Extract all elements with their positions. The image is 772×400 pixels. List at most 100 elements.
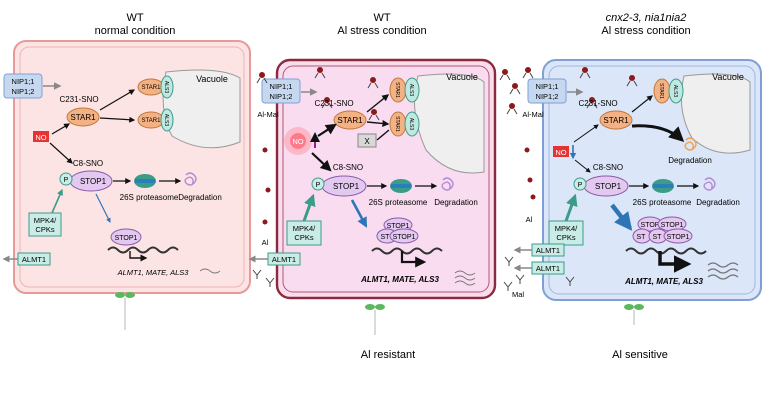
no-box xyxy=(33,131,49,142)
no-label: NO xyxy=(292,137,303,146)
degradation-icon xyxy=(184,172,197,186)
al-label: Al xyxy=(526,215,533,224)
degradation-label: Degradation xyxy=(178,193,222,202)
x-label: X xyxy=(364,137,370,146)
cell-inner xyxy=(282,65,490,293)
kinase-arrow xyxy=(564,193,578,222)
almt1-label-2: ALMT1 xyxy=(536,264,560,273)
degradation-label: Degradation xyxy=(696,198,740,207)
stop1-nuclear-arrow xyxy=(350,199,368,228)
star1-complex-top-label: STAR1 xyxy=(142,85,162,91)
kinase-label-1: MPK4/ xyxy=(555,224,578,233)
nip-label-1: NIP1;1 xyxy=(536,82,559,91)
al-dot-icon xyxy=(262,147,268,153)
star1-arrow-up xyxy=(99,89,136,111)
degradation-icon xyxy=(703,177,716,191)
kinase-box xyxy=(286,220,322,246)
stop1-nuclear-arrow xyxy=(95,193,111,223)
panel-subtitle: normal condition xyxy=(95,25,176,37)
kinase-label-2: CPKs xyxy=(35,225,54,234)
star1-sno-label: C231-SNO xyxy=(578,99,617,108)
kinase-label-2: CPKs xyxy=(294,233,313,242)
stop1-sno-label: C8-SNO xyxy=(593,163,623,172)
als3-complex-bottom xyxy=(404,111,420,137)
al-mal-label: Al-Mal xyxy=(257,110,279,119)
stop1-on-dna xyxy=(663,228,693,244)
star1-complex-top-label: STAR1 xyxy=(658,83,664,99)
star1 xyxy=(333,110,367,130)
phospho-circle xyxy=(311,177,325,191)
proteasome-label: 26S proteasome xyxy=(633,198,692,207)
proteasome-label: 26S proteasome xyxy=(120,193,179,202)
als3-complex-top xyxy=(404,77,420,103)
stop1-label: STOP1 xyxy=(80,177,107,186)
star1-degradation-arrow xyxy=(631,124,685,143)
panel-mutant-stress: cnx2-3, nia1nia2 Al stress condition NIP… xyxy=(499,12,762,361)
transcript-wave xyxy=(707,262,739,280)
star1-arrow-right xyxy=(99,116,136,123)
kinase-label-1: MPK4/ xyxy=(34,216,57,225)
target-genes: ALMT1, MATE, ALS3 xyxy=(360,275,439,284)
star1 xyxy=(66,107,100,127)
nip-transporter xyxy=(261,78,301,104)
kinase-arrow xyxy=(302,193,316,222)
transcript-wave xyxy=(199,268,221,274)
mal-icon xyxy=(503,256,575,291)
phospho-label: P xyxy=(64,177,69,184)
no-arrow-to-stop1 xyxy=(311,152,332,172)
mal-label: Mal xyxy=(512,290,524,299)
als3-complex-top xyxy=(160,75,174,99)
vacuole-label: Vacuole xyxy=(446,72,478,82)
vacuole-label: Vacuole xyxy=(196,74,228,84)
no-label: NO xyxy=(555,148,566,157)
phospho-circle xyxy=(59,172,73,186)
star1-arrow-right xyxy=(366,119,390,127)
al-dot-icon xyxy=(262,219,268,225)
stop1-sno-label: C8-SNO xyxy=(73,159,103,168)
star1-arrow-up xyxy=(366,94,390,113)
kinase-arrow xyxy=(51,188,63,214)
proteasome-icon xyxy=(134,174,156,188)
star1-label: STAR1 xyxy=(603,116,629,125)
stop1-on-dna-label-5: STOP1 xyxy=(667,234,690,241)
target-genes: ALMT1, MATE, ALS3 xyxy=(624,277,703,286)
als3-label-bottom: ALS3 xyxy=(408,118,414,130)
panel-caption: Al sensitive xyxy=(612,349,668,361)
x-inhibition xyxy=(376,129,390,141)
no-arrow-to-stop1 xyxy=(574,159,591,173)
star1-complex-top-label: STAR1 xyxy=(394,82,400,98)
stop1-on-dna-label-1: STOP xyxy=(641,222,660,229)
cell-inner xyxy=(19,46,245,288)
plant-icon xyxy=(624,304,644,325)
nip-label-1: NIP1;1 xyxy=(270,82,293,91)
star1-complex-bottom-label: STAR1 xyxy=(142,118,162,124)
nip-label-1: NIP1;1 xyxy=(12,77,35,86)
plant-icon xyxy=(115,292,135,330)
stop1-on-dna-label-2: STOP1 xyxy=(661,222,684,229)
transcription-arrow xyxy=(129,251,148,262)
degradation-icon xyxy=(441,177,454,191)
stop1-on-dna-label-2: ST xyxy=(381,234,391,241)
als3-label-top: ALS3 xyxy=(163,81,169,93)
transcript-wave xyxy=(454,270,476,286)
proteasome-icon xyxy=(390,179,412,193)
nip-label-2: NIP1;2 xyxy=(270,92,293,101)
dna-icon xyxy=(371,247,443,255)
vacuole xyxy=(162,69,241,149)
als3-label-top: ALS3 xyxy=(408,84,414,96)
stop1-on-dna-label-4: ST xyxy=(653,234,663,241)
stop1-label: STOP1 xyxy=(333,182,360,191)
stop1-on-dna-label-1: STOP1 xyxy=(387,223,410,230)
no-glow-core xyxy=(290,133,306,149)
als3-complex-bottom xyxy=(160,108,174,132)
plant-icon xyxy=(365,304,385,335)
stop1-sno-label: C8-SNO xyxy=(333,163,363,172)
al-dot-icon xyxy=(530,194,536,200)
kinase-label-1: MPK4/ xyxy=(293,224,316,233)
phospho-label: P xyxy=(578,182,583,189)
panel-title: cnx2-3, nia1nia2 xyxy=(606,12,687,24)
kinase-box xyxy=(548,220,584,246)
star1-arrow-up xyxy=(631,95,653,113)
kinase-box xyxy=(28,212,62,237)
stop1-on-dna-label: STOP1 xyxy=(115,235,138,242)
